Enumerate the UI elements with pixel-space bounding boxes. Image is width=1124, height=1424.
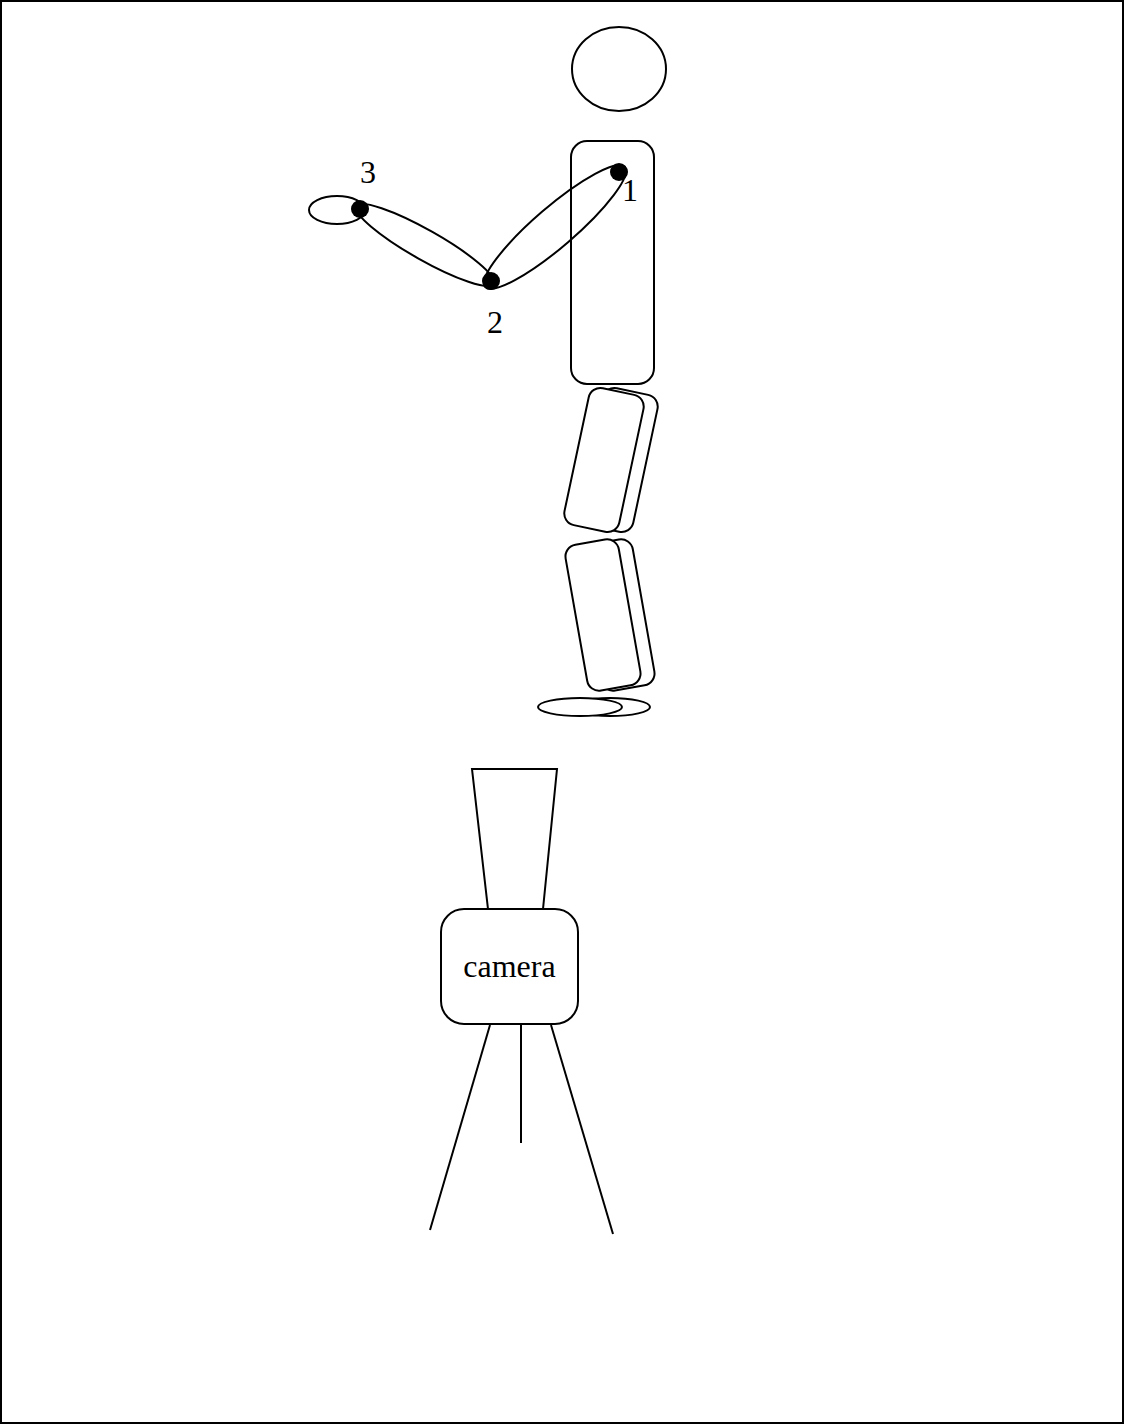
camera-body: camera bbox=[440, 908, 579, 1025]
upper-arm bbox=[472, 152, 638, 302]
camera-lens bbox=[472, 769, 557, 909]
shin bbox=[564, 537, 657, 692]
forearm bbox=[349, 193, 501, 297]
head bbox=[572, 27, 666, 111]
thigh bbox=[562, 386, 660, 535]
tripod-leg bbox=[430, 1025, 490, 1230]
joint-marker bbox=[351, 200, 369, 218]
foot bbox=[538, 698, 650, 716]
callout-number: 1 bbox=[622, 174, 638, 206]
callout-number: 3 bbox=[360, 156, 376, 188]
callout-number: 2 bbox=[487, 306, 503, 338]
joint-marker bbox=[482, 272, 500, 290]
node-label: camera bbox=[463, 948, 555, 985]
torso bbox=[571, 141, 654, 384]
tripod-leg bbox=[551, 1025, 613, 1234]
tripod-leg bbox=[520, 1025, 522, 1143]
